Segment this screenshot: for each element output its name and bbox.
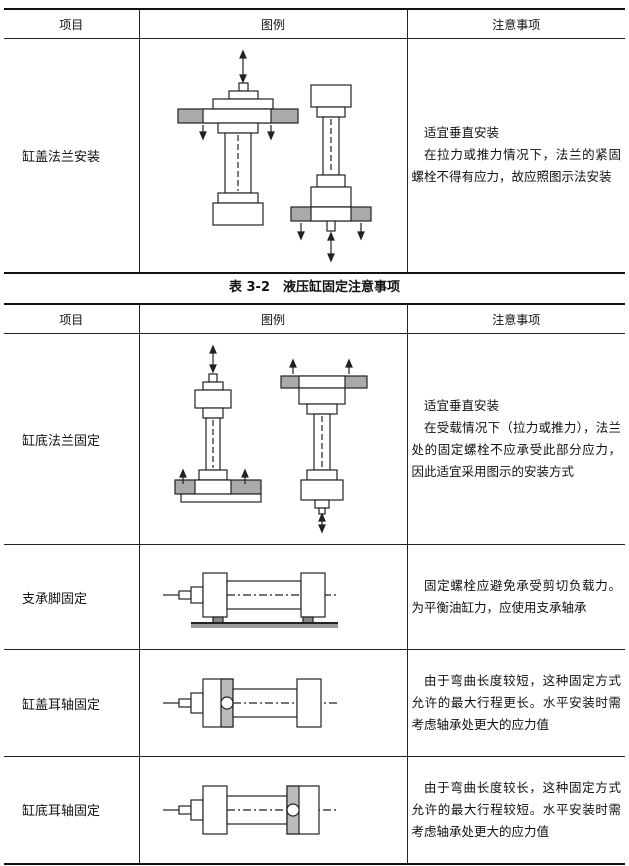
figure-cover-flange-mount bbox=[138, 38, 408, 273]
cylinder-right bbox=[290, 84, 372, 263]
table-1: 项目 图例 注意事项 缸盖法兰安装 bbox=[4, 8, 625, 274]
table-caption: 表 3-2 液压缸固定注意事项 bbox=[228, 280, 400, 295]
note-line: 在拉力或推力情况下，法兰的紧固螺栓不得有应力，故应照图示法安装 bbox=[411, 147, 622, 185]
table-2: 项目 图例 注意事项 缸底法兰固定 bbox=[4, 303, 625, 865]
table-row: 缸盖耳轴固定 由于弯曲长度较短，这种固定方式允许的最大行程更长。水平安装时需考虑… bbox=[4, 649, 625, 757]
notes-cell: 由于弯曲长度较短，这种固定方式允许的最大行程更长。水平安装时需考虑轴承处更大的应… bbox=[406, 649, 625, 757]
note-line: 适宜垂直安装 bbox=[424, 398, 500, 413]
figure-cover-trunnion-mount bbox=[138, 649, 408, 757]
cylinder-right bbox=[280, 358, 368, 534]
figure-foot-mount bbox=[138, 544, 408, 650]
figure-base-flange-mount bbox=[138, 333, 408, 545]
header-figure: 图例 bbox=[138, 304, 408, 334]
notes-cell: 适宜垂直安装 在受载情况下（拉力或推力），法兰处的固定螺栓不应承受此部分应力，因… bbox=[406, 333, 625, 545]
notes-cell: 固定螺栓应避免承受剪切负载力。为平衡油缸力，应使用支承轴承 bbox=[406, 544, 625, 650]
header-item: 项目 bbox=[4, 9, 140, 39]
cylinder-left bbox=[174, 344, 262, 503]
table-2-header-row: 项目 图例 注意事项 bbox=[4, 304, 625, 334]
item-label: 支承脚固定 bbox=[4, 544, 140, 650]
note-line: 由于弯曲长度较长，这种固定方式允许的最大行程较短。水平安装时需考虑轴承处更大的应… bbox=[411, 779, 622, 839]
item-label: 缸盖法兰安装 bbox=[4, 38, 140, 273]
table-row: 缸盖法兰安装 bbox=[4, 38, 625, 273]
table-row: 缸底法兰固定 bbox=[4, 333, 625, 545]
foot-mount-diagram bbox=[163, 572, 338, 628]
notes-cell: 由于弯曲长度较长，这种固定方式允许的最大行程较短。水平安装时需考虑轴承处更大的应… bbox=[406, 756, 625, 864]
table-1-header-row: 项目 图例 注意事项 bbox=[4, 9, 625, 39]
base-trunnion-diagram bbox=[163, 785, 338, 835]
header-item: 项目 bbox=[4, 304, 140, 334]
item-label: 缸盖耳轴固定 bbox=[4, 649, 140, 757]
header-figure: 图例 bbox=[138, 9, 408, 39]
header-notes: 注意事项 bbox=[406, 9, 625, 39]
header-notes: 注意事项 bbox=[406, 304, 625, 334]
cylinder-left bbox=[177, 49, 299, 226]
note-line: 固定螺栓应避免承受剪切负载力。为平衡油缸力，应使用支承轴承 bbox=[411, 578, 622, 615]
figure-base-trunnion-mount bbox=[138, 756, 408, 864]
note-line: 在受载情况下（拉力或推力），法兰处的固定螺栓不应承受此部分应力，因此适宜采用图示… bbox=[411, 420, 622, 479]
table-row: 缸底耳轴固定 由于弯曲长度较长，这种固定方式允许的最大行程较短。水平安装时需考虑… bbox=[4, 756, 625, 864]
cover-trunnion-diagram bbox=[163, 678, 338, 728]
item-label: 缸底耳轴固定 bbox=[4, 756, 140, 864]
cover-flange-diagram bbox=[177, 49, 372, 263]
base-flange-diagram bbox=[174, 344, 368, 534]
note-line: 由于弯曲长度较短，这种固定方式允许的最大行程更长。水平安装时需考虑轴承处更大的应… bbox=[411, 673, 622, 732]
table-row: 支承脚固定 固定螺栓应避免承受剪切负载力。为平衡油缸力，应使用支 bbox=[4, 544, 625, 650]
item-label: 缸底法兰固定 bbox=[4, 333, 140, 545]
note-line: 适宜垂直安装 bbox=[424, 125, 500, 141]
notes-cell: 适宜垂直安装 在拉力或推力情况下，法兰的紧固螺栓不得有应力，故应照图示法安装 bbox=[406, 38, 625, 273]
